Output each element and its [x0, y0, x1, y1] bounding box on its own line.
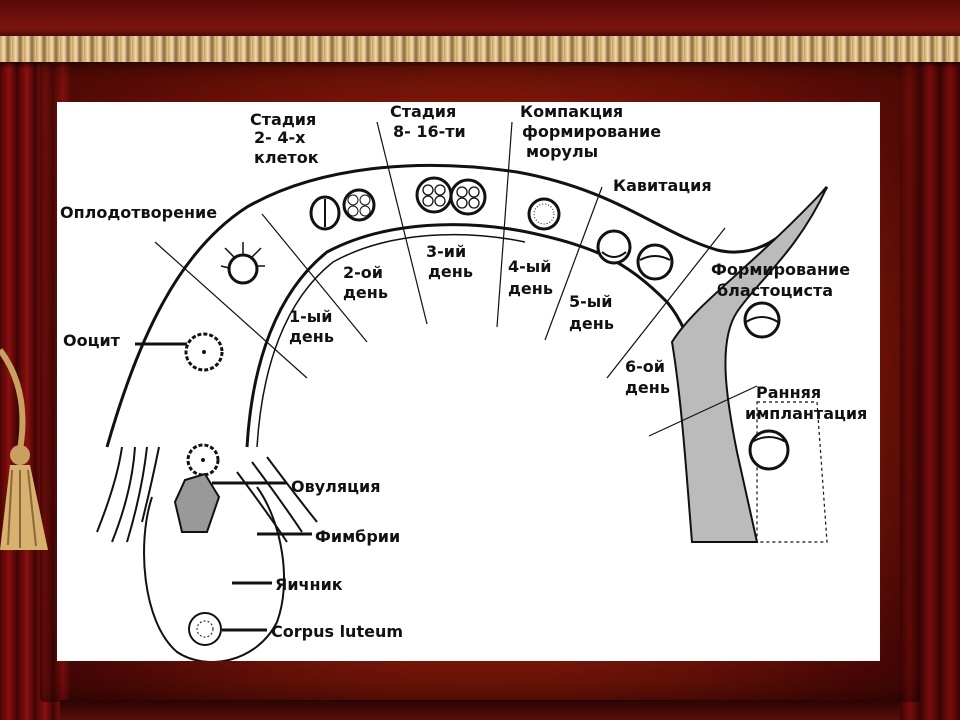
stage-8-16-line2: 8- 16-ти: [393, 122, 466, 141]
blastocyst: [636, 243, 674, 281]
day5-line1: 5-ый: [569, 292, 612, 311]
day2-line1: 2-ой: [343, 263, 383, 282]
stage-2-4-line1: Стадия: [250, 110, 316, 129]
free-blastocyst: [743, 301, 781, 339]
day4-line1: 4-ый: [508, 257, 551, 276]
fimbriae: [96, 446, 318, 543]
tassel-icon: [0, 348, 48, 550]
fertilized-egg: [227, 253, 259, 285]
uterine-wall: [670, 186, 828, 543]
stage-floor: [60, 700, 900, 720]
early-blastocyst: [596, 229, 632, 265]
stage-2-4-line2: 2- 4-х: [254, 128, 306, 147]
implantation-line2: имплантация: [745, 404, 867, 423]
compaction-line3: морулы: [526, 142, 598, 161]
fertilization-label: Оплодотворение: [60, 203, 217, 222]
cavitation-label: Кавитация: [613, 176, 712, 195]
compaction-line1: Компакция: [520, 102, 623, 121]
corpus-luteum-label: Corpus luteum: [271, 622, 403, 641]
day3-line1: 3-ий: [426, 242, 466, 261]
fimbriae-label: Фимбрии: [315, 527, 400, 546]
compaction-line2: формирование: [522, 122, 661, 141]
day3-line2: день: [428, 262, 473, 281]
four-cell-embryo: [342, 188, 376, 222]
gold-trim: [0, 36, 960, 62]
day2-line2: день: [343, 283, 388, 302]
embryo-development-diagram: Стадия 2- 4-х клеток Стадия 8- 16-ти Ком…: [60, 102, 867, 661]
tube-outer-wall: [105, 163, 829, 448]
day4-line2: день: [508, 279, 553, 298]
day5-line2: день: [569, 314, 614, 333]
ovary: [143, 486, 286, 661]
stage-8-16-line1: Стадия: [390, 102, 456, 121]
day6-line1: 6-ой: [625, 357, 665, 376]
day1-line1: 1-ый: [289, 307, 332, 326]
corpus-luteum-body: [188, 612, 222, 646]
blastocyst-line2: бластоциста: [717, 281, 833, 300]
day1-line2: день: [289, 327, 334, 346]
oocyte-label: Ооцит: [63, 331, 121, 350]
follicle: [173, 472, 221, 533]
ovary-label: Яичник: [275, 575, 343, 594]
day6-line2: день: [625, 378, 670, 397]
implanted-blastocyst: [748, 429, 790, 471]
stage-2-4-line3: клеток: [254, 148, 319, 167]
implantation-line1: Ранняя: [756, 383, 821, 402]
curtain-valance: [0, 0, 960, 40]
sixteen-cell-embryo: [449, 178, 487, 216]
diagram-panel: Стадия 2- 4-х клеток Стадия 8- 16-ти Ком…: [57, 102, 880, 661]
right-curtain: [900, 0, 960, 720]
ovulation-label: Овуляция: [291, 477, 381, 496]
morula: [527, 197, 561, 231]
blastocyst-line1: Формирование: [711, 260, 850, 279]
eight-cell-embryo: [415, 176, 453, 214]
